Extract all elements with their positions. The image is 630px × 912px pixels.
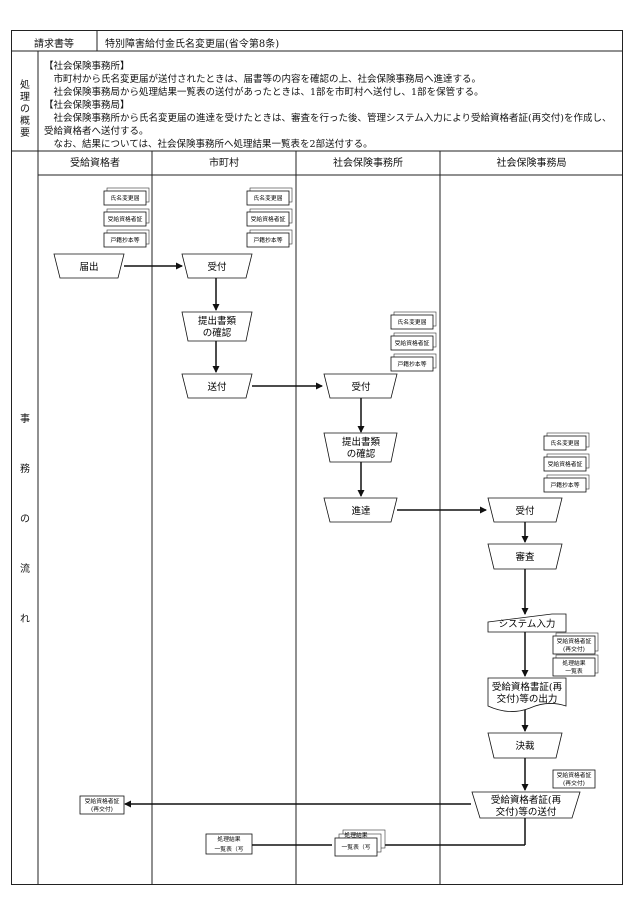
node-output-certificate-label: 受給資格書証(再: [492, 681, 563, 693]
node-receive-municipality-label: 受付: [207, 261, 227, 273]
doc-stack-office: 氏名変更届 受給資格者証 戸籍抄本等: [390, 311, 437, 372]
doc-result-list: 処理結果: [562, 659, 585, 667]
doc-koseki: 戸籍抄本等: [398, 360, 427, 368]
summary-label-char: 要: [20, 128, 30, 139]
node-receive-bureau: [487, 497, 563, 523]
flow-label-char: れ: [20, 614, 30, 625]
doc-stack-bureau: 氏名変更届 受給資格者証 戸籍抄本等: [543, 432, 590, 493]
doc-name-change: 氏名変更届: [551, 439, 580, 447]
flow-label-char: 流: [20, 564, 30, 575]
summary-label-char: の: [20, 104, 30, 115]
svg-text:(再交付): (再交付): [563, 645, 585, 653]
svg-text:一覧表（写: 一覧表（写: [342, 843, 371, 851]
node-system-input: [487, 613, 567, 633]
svg-text:(再交付): (再交付): [91, 805, 113, 813]
node-output-certificate: [487, 677, 567, 712]
node-send-municipality: [181, 373, 253, 399]
node-check-office-label: 提出書類: [342, 436, 381, 448]
summary-label-char: 概: [20, 116, 30, 127]
svg-text:交付)等の送付: 交付)等の送付: [496, 806, 557, 818]
svg-text:処理結果: 処理結果: [344, 831, 367, 839]
node-forward-office-label: 進達: [351, 505, 371, 517]
node-send-bureau-label: 受給資格者証(再: [491, 794, 562, 806]
node-check-municipality-label: 提出書類: [198, 315, 237, 327]
node-send-bureau: [471, 791, 581, 819]
node-forward-office: [323, 497, 398, 523]
svg-text:の確認: の確認: [347, 448, 376, 460]
doc-name-change: 氏名変更届: [254, 194, 283, 202]
summary-line: なお、結果については、社会保険事務所へ処理結果一覧表を2部送付する。: [44, 139, 373, 150]
node-receive-municipality: [181, 253, 253, 279]
summary-line: 【社会保険事務局】: [44, 100, 130, 111]
request-label: 請求書等: [34, 39, 74, 50]
summary-line: 受給資格者へ送付する。: [44, 126, 149, 137]
node-receive-office: [323, 373, 398, 399]
doc-cert-recipient: 受給資格者証 (再交付): [79, 795, 125, 815]
node-review-bureau: [487, 543, 563, 570]
column-header-recipient: 受給資格者: [70, 158, 120, 169]
doc-stack-municipality: 氏名変更届 受給資格者証 戸籍抄本等: [246, 187, 293, 248]
node-send-municipality-label: 送付: [207, 381, 227, 393]
summary-line: 市町村から氏名変更届が送付されたときは、届書等の内容を確認の上、社会保険事務局へ…: [44, 74, 482, 85]
node-submit: [53, 253, 125, 279]
svg-text:処理結果: 処理結果: [217, 835, 240, 843]
doc-certificate: 受給資格者証: [548, 460, 583, 468]
doc-cert-before-send: 受給資格者証 (再交付): [552, 769, 596, 789]
doc-stack-recipient: 氏名変更届 受給資格者証 戸籍抄本等: [103, 187, 150, 248]
table-grid: [11, 30, 623, 885]
summary-label-char: 理: [20, 92, 30, 103]
node-submit-label: 届出: [79, 261, 98, 273]
flow-label-char: の: [20, 514, 30, 525]
flow-label-char: 事: [20, 414, 30, 425]
svg-text:交付)等の出力: 交付)等の出力: [497, 693, 558, 705]
node-approve-label: 決裁: [515, 740, 535, 752]
doc-result-list-municipality: 処理結果 一覧表（写: [205, 833, 253, 855]
summary-label-char: 処: [20, 80, 30, 91]
node-receive-office-label: 受付: [351, 381, 371, 393]
column-header-municipality: 市町村: [209, 158, 239, 169]
doc-certificate: 受給資格者証: [251, 215, 286, 223]
summary-line: 社会保険事務局から処理結果一覧表の送付があったときは、1部を市町村へ送付し、1部…: [44, 87, 484, 98]
doc-koseki: 戸籍抄本等: [551, 481, 580, 489]
node-check-municipality: [181, 311, 253, 342]
column-header-social-insurance-bureau: 社会保険事務局: [496, 158, 567, 169]
svg-text:受給資格者証: 受給資格者証: [85, 797, 120, 805]
node-review-bureau-label: 審査: [515, 551, 535, 563]
node-check-office: [323, 432, 398, 463]
doc-koseki: 戸籍抄本等: [254, 236, 283, 244]
summary-line: 社会保険事務所から氏名変更届の進達を受けたときは、審査を行った後、管理システム入…: [44, 113, 612, 124]
doc-name-change: 氏名変更届: [398, 318, 427, 326]
svg-text:一覧表: 一覧表: [565, 667, 583, 675]
doc-output-bureau: 受給資格者証 (再交付) 処理結果 一覧表: [552, 632, 599, 677]
request-value: 特別障害給付金氏名変更届(省令第8条): [105, 39, 280, 50]
node-system-input-label: システム入力: [499, 618, 556, 630]
doc-name-change: 氏名変更届: [111, 194, 140, 202]
column-header-social-insurance-office: 社会保険事務所: [333, 158, 403, 169]
summary-line: 【社会保険事務所】: [44, 61, 130, 72]
doc-certificate: 受給資格者証: [108, 215, 143, 223]
doc-result-list-office: 処理結果 一覧表（写: [334, 829, 386, 857]
node-receive-bureau-label: 受付: [515, 505, 535, 517]
doc-koseki: 戸籍抄本等: [111, 236, 140, 244]
svg-text:受給資格者証: 受給資格者証: [557, 771, 592, 779]
doc-cert-reissue: 受給資格者証: [557, 637, 592, 645]
svg-text:(再交付): (再交付): [563, 779, 585, 787]
doc-certificate: 受給資格者証: [395, 339, 430, 347]
svg-text:の確認: の確認: [203, 327, 232, 339]
flow-label-char: 務: [20, 464, 30, 475]
node-approve: [487, 732, 563, 759]
connectors: [124, 262, 529, 846]
form-frame: [11, 30, 623, 885]
svg-text:一覧表（写: 一覧表（写: [215, 845, 244, 853]
